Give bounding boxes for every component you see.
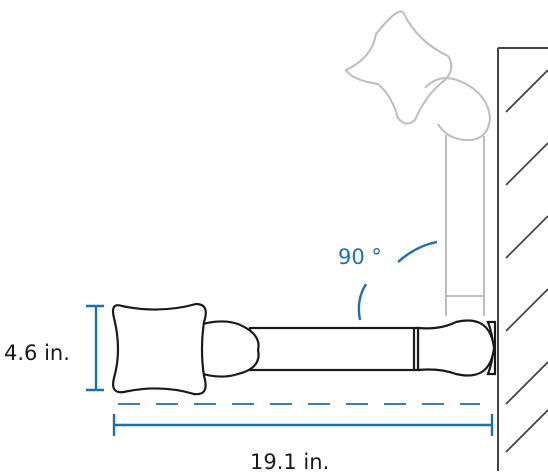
angle-arc-lower	[357, 283, 368, 321]
wall-hatching	[505, 69, 548, 453]
wall	[497, 47, 548, 471]
height-label: 4.6 in.	[4, 341, 70, 365]
arm-tube	[248, 326, 420, 372]
handle-knuckle	[194, 320, 260, 378]
handle-grip	[111, 302, 207, 396]
dimension-lines	[86, 240, 494, 436]
angle-arc-upper	[397, 240, 438, 263]
folded-position-outline	[344, 10, 492, 316]
folded-knuckle	[424, 77, 492, 142]
extended-arm	[111, 302, 497, 396]
folded-handle-grip	[344, 10, 453, 125]
angle-label: 90 °	[338, 245, 382, 269]
folded-arm	[445, 135, 485, 316]
width-label: 19.1 in.	[250, 450, 330, 474]
wall-knuckle	[416, 319, 496, 377]
